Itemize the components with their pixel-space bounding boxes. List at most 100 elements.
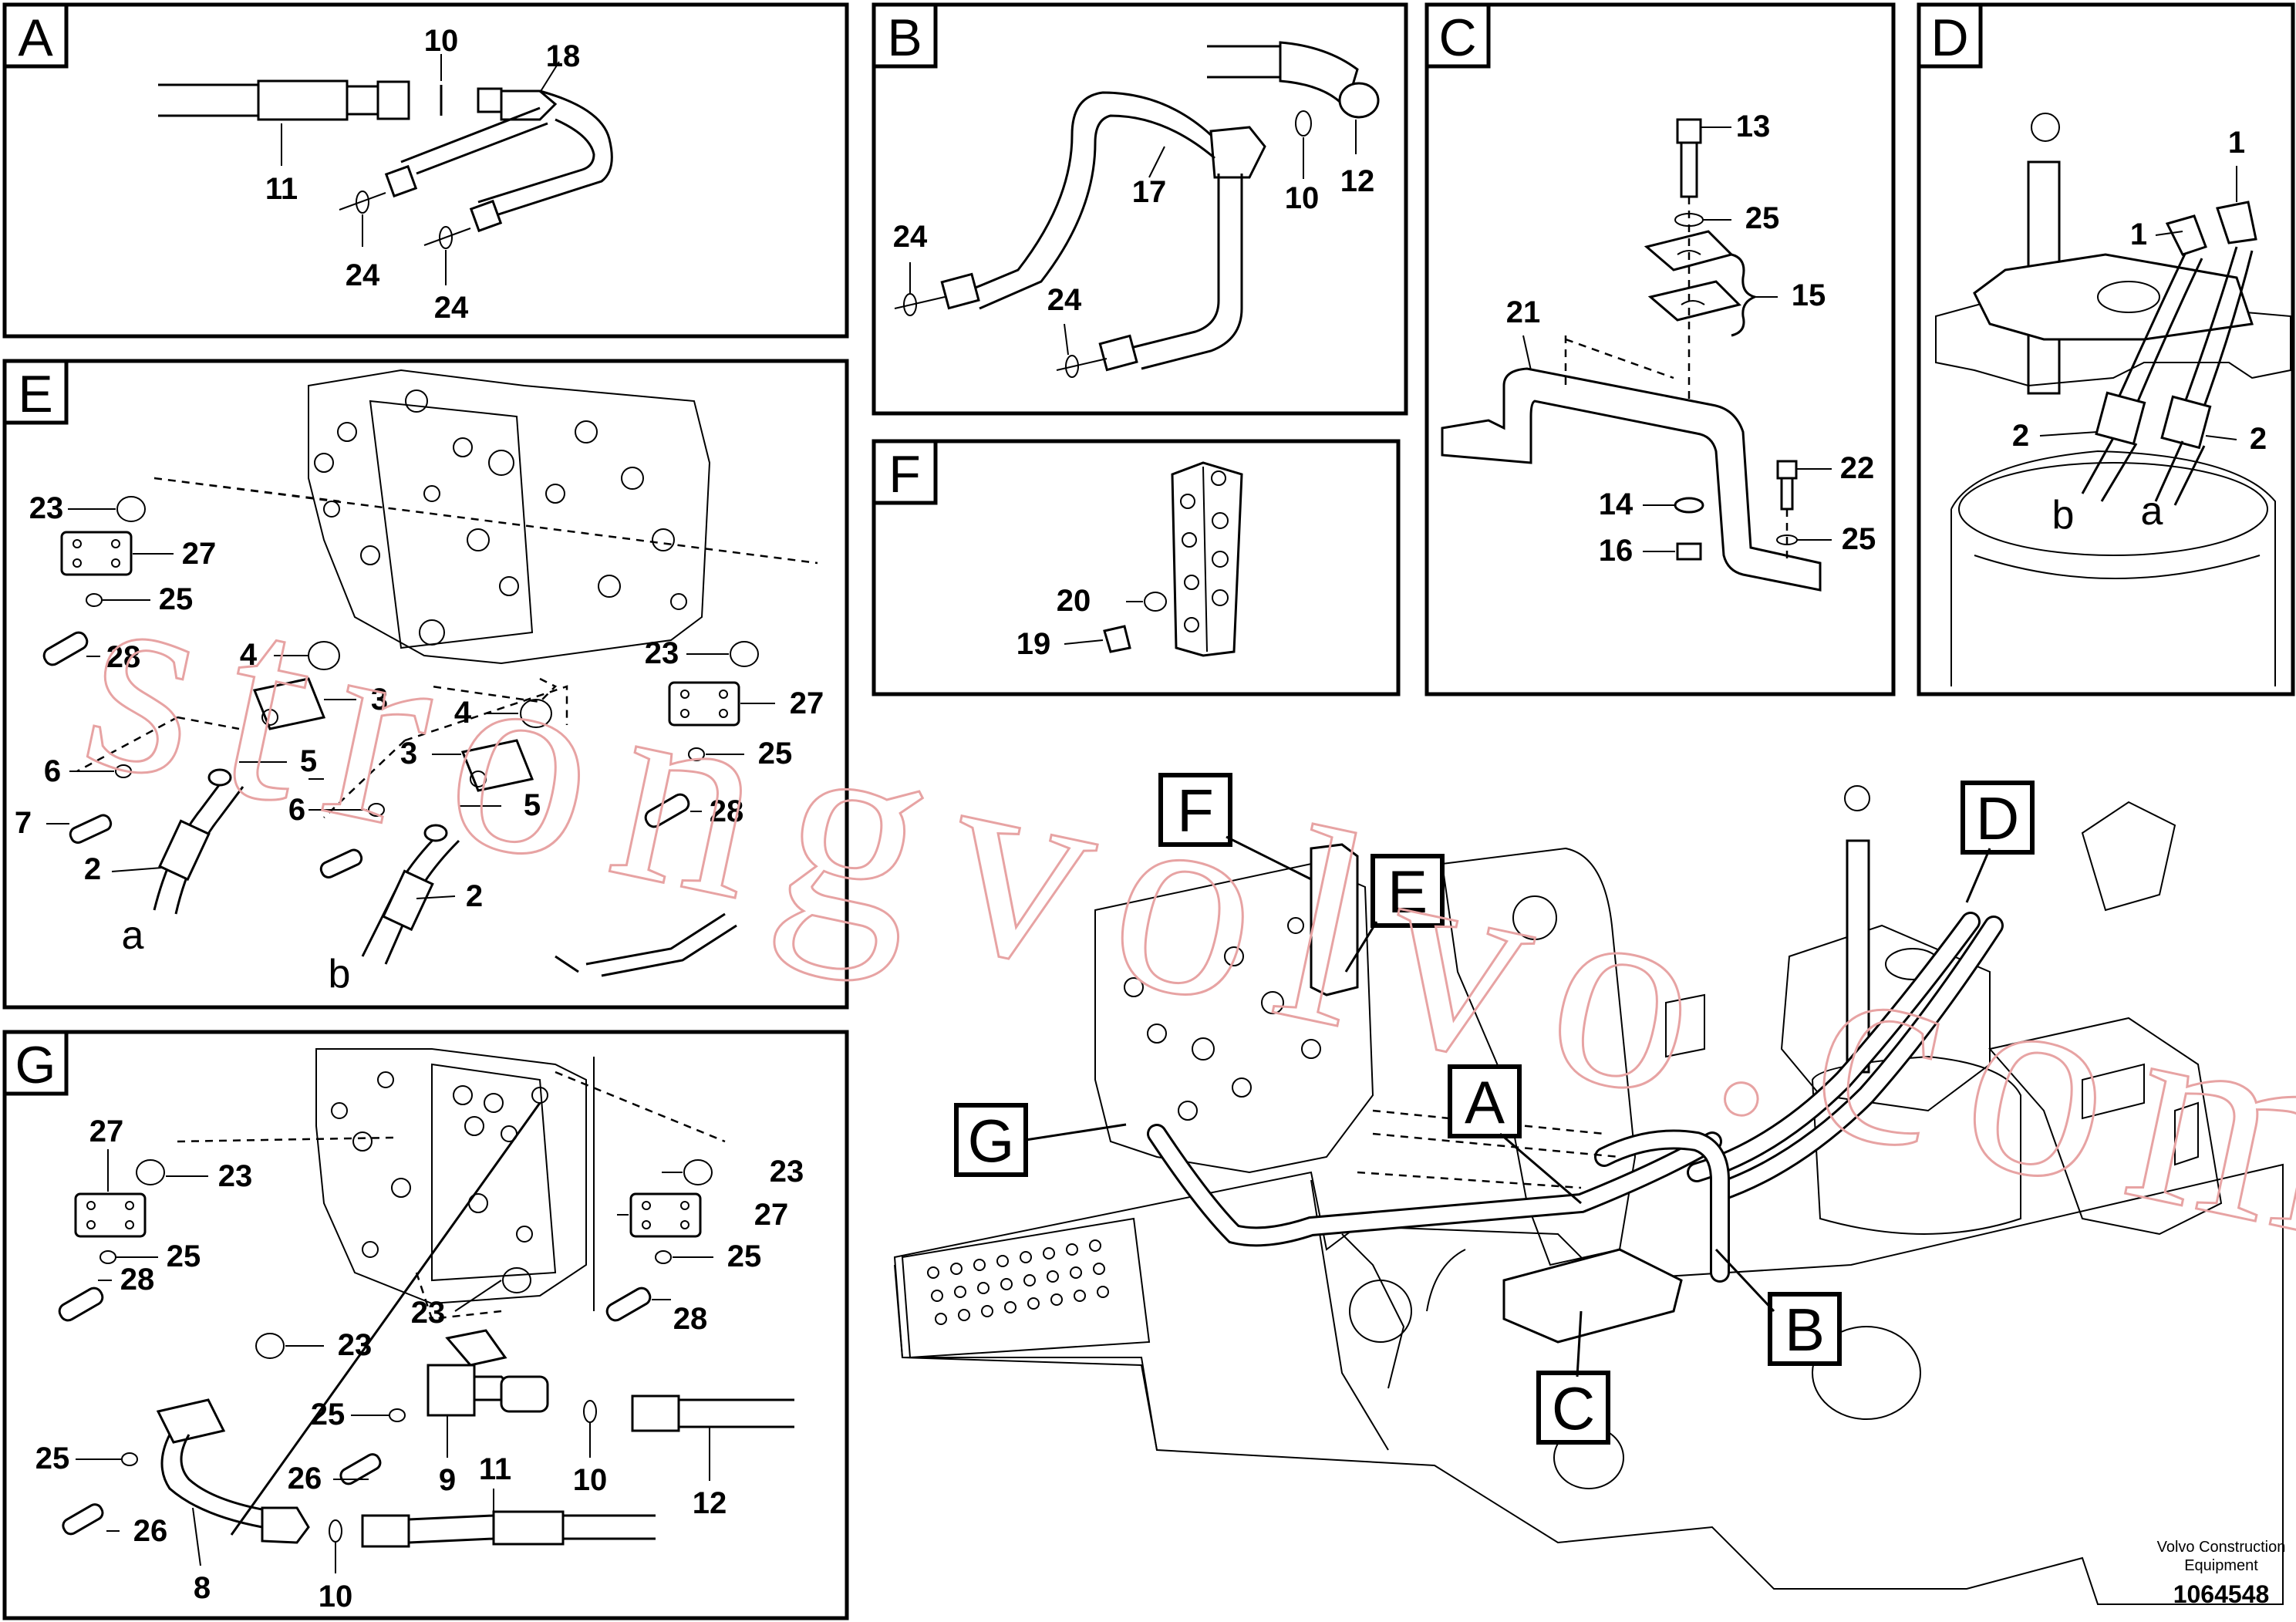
callout-a: A [1448,1064,1582,1205]
brand-line-2: Equipment [2184,1557,2258,1574]
overview-assembly [893,785,2284,1605]
g-num-28b: 28 [673,1302,708,1336]
e-label-a: a [122,913,144,958]
e-num-7: 7 [15,806,32,840]
e-num-4b: 4 [454,696,472,730]
a-num-24: 24 [346,258,380,292]
g-num-23: 23 [218,1159,253,1193]
c-num-22: 22 [1840,451,1875,485]
g-num-10b: 10 [573,1463,608,1497]
c-num-14: 14 [1599,487,1633,521]
panel-d-label: D [1930,8,1968,67]
e-num-3b: 3 [400,737,417,771]
svg-text:D: D [1976,784,2019,852]
e-num-25b: 25 [758,737,793,771]
g-num-28: 28 [120,1263,155,1297]
g-num-11: 11 [479,1452,511,1486]
panel-c-label: C [1438,8,1476,67]
panel-f-label: F [888,445,921,504]
svg-text:E: E [1387,858,1428,926]
panel-d: D 1 1 2 2 b a [1917,2,2295,696]
c-num-25: 25 [1745,201,1780,235]
callout-g: G [954,1103,1127,1177]
g-num-25: 25 [167,1239,201,1273]
panel-g-label: G [15,1036,56,1094]
e-num-3: 3 [371,683,388,717]
panel-a: A 10 18 11 24 24 [2,2,849,339]
g-num-27: 27 [89,1114,124,1148]
panel-f: F 20 19 [872,439,1401,696]
g-num-23c: 23 [411,1296,446,1330]
b-num-24: 24 [893,220,928,254]
d-label-a: a [2141,489,2163,534]
f-num-19: 19 [1017,627,1051,661]
callout-b: B [1714,1248,1842,1366]
drawing-number: 1064548 [2173,1580,2270,1608]
e-num-6: 6 [44,754,61,788]
svg-text:C: C [1552,1374,1595,1442]
footer: Volvo Construction Equipment 1064548 [2157,1539,2286,1608]
g-num-25c: 25 [311,1398,346,1431]
b-num-24b: 24 [1047,283,1082,317]
a-num-24b: 24 [434,291,469,325]
d-num-1a: 1 [2130,218,2147,251]
g-num-9: 9 [439,1463,456,1497]
g-num-12: 12 [693,1486,727,1520]
callout-e: E [1344,854,1445,973]
g-num-27b: 27 [754,1198,789,1232]
c-num-25b: 25 [1842,522,1876,556]
b-num-17: 17 [1132,175,1167,209]
svg-text:A: A [1465,1068,1505,1136]
c-num-16: 16 [1599,534,1633,568]
panel-e-label: E [18,365,52,423]
e-label-b: b [329,952,351,996]
g-num-8: 8 [194,1571,211,1605]
panel-e: E [2,359,849,1010]
g-num-23b: 23 [338,1328,373,1362]
e-num-27: 27 [182,537,217,571]
g-num-26: 26 [133,1514,168,1548]
e-num-27b: 27 [790,686,824,720]
e-num-2: 2 [84,852,101,886]
e-num-23b: 23 [645,636,679,670]
c-num-15: 15 [1792,278,1826,312]
svg-text:F: F [1177,777,1214,845]
e-num-28b: 28 [710,794,744,828]
e-num-5b: 5 [524,788,541,822]
panel-g: G [2,1030,849,1620]
e-num-28: 28 [106,640,141,674]
c-num-13: 13 [1736,110,1771,143]
a-num-18: 18 [546,39,581,73]
g-num-26b: 26 [288,1462,322,1496]
callout-c: C [1536,1310,1610,1445]
svg-text:B: B [1785,1296,1825,1364]
e-num-2b: 2 [466,879,483,913]
b-num-12: 12 [1340,164,1375,198]
a-num-10: 10 [424,24,459,58]
e-num-5: 5 [300,744,317,778]
panel-a-label: A [18,8,53,67]
a-num-11: 11 [265,172,298,206]
c-num-21: 21 [1506,295,1541,329]
d-label-b: b [2052,493,2075,538]
b-num-10: 10 [1285,181,1320,215]
e-num-4: 4 [240,638,258,672]
f-num-20: 20 [1057,584,1091,618]
panel-c: C 13 25 15 21 22 14 [1424,2,1896,696]
callout-f: F [1158,773,1312,881]
d-num-2b: 2 [2250,422,2267,456]
overview-callouts: F E D A G C B [954,773,2035,1445]
panel-b-label: B [887,8,922,67]
d-num-1b: 1 [2228,126,2245,160]
g-num-25b: 25 [35,1442,70,1475]
svg-text:G: G [968,1107,1015,1175]
g-num-23d: 23 [770,1155,804,1189]
brand-line-1: Volvo Construction [2157,1539,2286,1556]
panel-b: B 17 10 12 24 24 [872,2,1408,416]
callout-d: D [1961,781,2035,903]
e-num-23: 23 [29,491,64,525]
d-num-2a: 2 [2012,419,2029,453]
e-num-25: 25 [159,582,194,616]
g-num-25d: 25 [727,1239,762,1273]
